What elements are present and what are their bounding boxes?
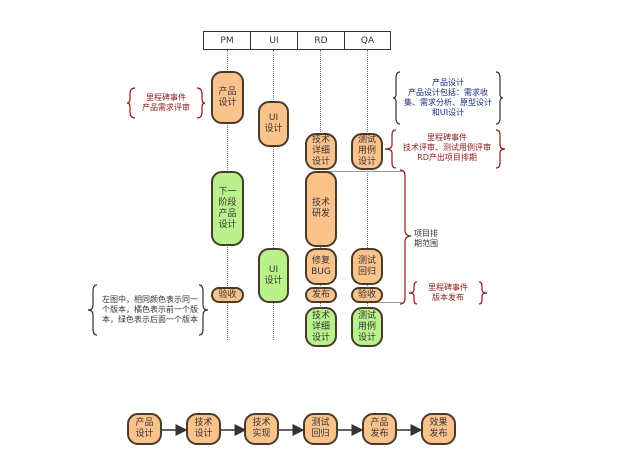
ui-design-box-2[interactable]: UI 设计 <box>258 248 289 303</box>
color-legend-braces <box>87 284 209 336</box>
qa-test-case-design-box-2[interactable]: 测试 用例 设计 <box>351 307 383 347</box>
milestone-pm-review-braces <box>126 87 206 119</box>
milestone-release-note: 里程碑事件 版本发布 <box>428 283 468 302</box>
qa-test-case-design-box-1[interactable]: 测试 用例 设计 <box>351 133 383 170</box>
flow-step-tech-implementation[interactable]: 技术 实现 <box>244 413 279 445</box>
schedule-range-brace <box>399 169 412 305</box>
schedule-range-note: 项目排 期范围 <box>414 229 438 248</box>
schedule-end-line <box>367 302 402 303</box>
column-header-ui: UI <box>250 31 297 50</box>
rd-tech-dev-box[interactable]: 技术 研发 <box>305 171 337 247</box>
product-design-note-braces <box>392 71 504 125</box>
milestone-pm-review-note: 里程碑事件 产品需求评审 <box>142 93 190 112</box>
milestone-tech-review-note: 里程碑事件 技术评审、测试用例评审 RD产出项目排期 <box>403 133 491 162</box>
rd-tech-detail-design-box-1[interactable]: 技术 详细 设计 <box>305 133 337 170</box>
flow-step-product-release[interactable]: 产品 发布 <box>362 413 397 445</box>
pm-product-design-box[interactable]: 产品 设计 <box>211 71 244 124</box>
flow-step-test-regression[interactable]: 测试 回归 <box>303 413 338 445</box>
product-design-note: 产品设计 产品设计包括：需求收 集、需求分析、原型设计 和UI设计 <box>404 78 492 117</box>
column-header-qa: QA <box>344 31 391 50</box>
column-header-rd: RD <box>297 31 344 50</box>
milestone-tech-review-braces <box>384 129 506 169</box>
qa-acceptance-box[interactable]: 验收 <box>351 287 383 303</box>
milestone-release-braces <box>408 281 488 305</box>
schedule-start-line <box>320 171 402 172</box>
flow-step-product-design[interactable]: 产品 设计 <box>127 413 162 445</box>
qa-test-regression-box[interactable]: 测试 回归 <box>351 248 383 285</box>
ui-design-box-1[interactable]: UI 设计 <box>258 101 289 147</box>
lane-line-ui <box>273 50 274 340</box>
lane-line-qa <box>367 50 368 340</box>
rd-fix-bug-box[interactable]: 修复 BUG <box>305 248 337 285</box>
column-header-pm: PM <box>203 31 250 50</box>
pm-acceptance-box[interactable]: 验收 <box>211 287 244 303</box>
color-legend-note: 左图中，相同颜色表示同一 个版本，橘色表示前一个版 本，绿色表示后面一个版本 <box>102 295 198 324</box>
rd-release-box[interactable]: 发布 <box>305 287 337 303</box>
flow-step-tech-design[interactable]: 技术 设计 <box>186 413 221 445</box>
rd-tech-detail-design-box-2[interactable]: 技术 详细 设计 <box>305 307 337 347</box>
flow-step-effect-release[interactable]: 效果 发布 <box>421 413 456 445</box>
pm-next-stage-design-box[interactable]: 下一 阶段 产品 设计 <box>211 171 244 246</box>
